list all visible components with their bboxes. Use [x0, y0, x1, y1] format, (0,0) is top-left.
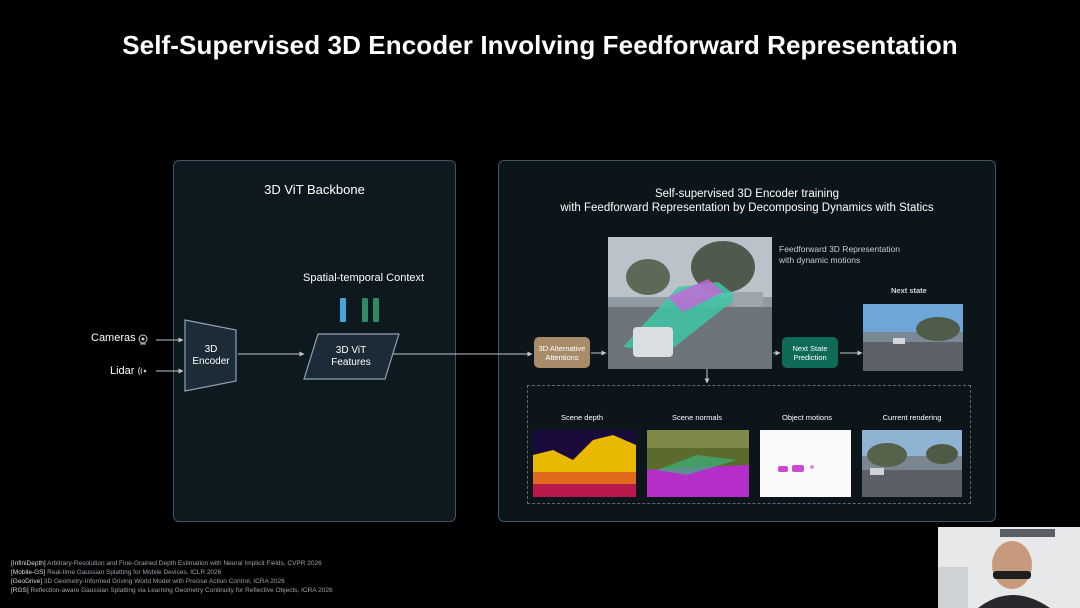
scene-depth-image — [533, 430, 636, 497]
encoder-block — [184, 319, 237, 392]
scene-normals-image — [647, 430, 749, 497]
scene-depth-label: Scene depth — [560, 413, 604, 422]
reference-item: [GeoDrive] 3D Geometry-Informed Driving … — [11, 578, 285, 585]
feedforward-scene-image — [608, 237, 772, 369]
object-motions-image — [760, 430, 851, 497]
current-rendering-image — [862, 430, 962, 497]
scene-normals-label: Scene normals — [671, 413, 723, 422]
features-block — [303, 333, 400, 380]
object-motions-label: Object motions — [781, 413, 833, 422]
features-label: 3D ViT Features — [331, 345, 371, 368]
feedforward-caption: Feedforward 3D Representation with dynam… — [779, 244, 900, 265]
current-rendering-label: Current rendering — [882, 413, 942, 422]
references: [InfiniDepth] Arbitrary-Resolution and F… — [11, 559, 333, 595]
next-state-image — [863, 304, 963, 371]
outputs-group — [527, 385, 971, 504]
context-label: Spatial-temporal Context — [303, 272, 425, 284]
cameras-label: Cameras — [91, 332, 136, 344]
encoder-training-title: Self-supervised 3D Encoder training with… — [560, 188, 934, 214]
lidar-icon — [138, 366, 147, 376]
lidar-label: Lidar — [110, 365, 135, 377]
reference-item: [RGS] Reflection-aware Gaussian Splattin… — [11, 587, 333, 594]
camera-icon — [138, 334, 148, 345]
presenter-webcam — [938, 527, 1080, 608]
feature-bar-blue — [340, 298, 346, 322]
next-state-label: Next state — [891, 286, 927, 295]
feature-bar-green-2 — [373, 298, 379, 322]
reference-item: [InfiniDepth] Arbitrary-Resolution and F… — [11, 560, 322, 567]
vit-backbone-title: 3D ViT Backbone — [264, 182, 365, 197]
reference-item: [Mobile-GS] Real-time Gaussian Splatting… — [11, 569, 222, 576]
feature-bar-green-1 — [362, 298, 368, 322]
slide-title: Self-Supervised 3D Encoder Involving Fee… — [122, 30, 958, 60]
encoder-label: 3D Encoder — [192, 344, 230, 367]
